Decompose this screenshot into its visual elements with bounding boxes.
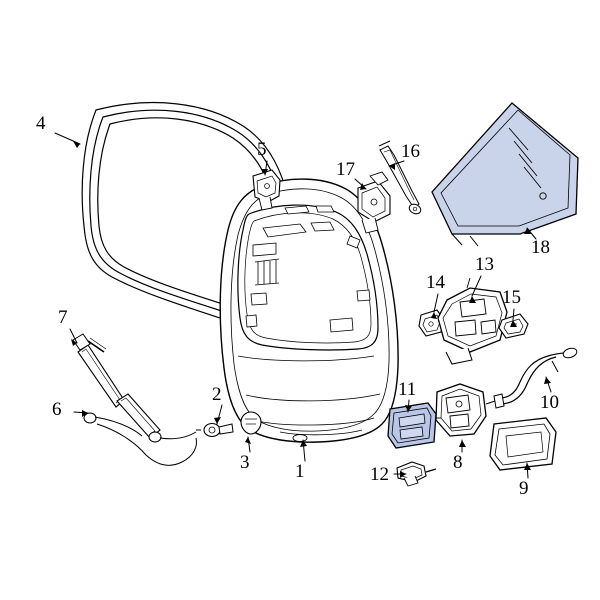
callout-label-1: 1 xyxy=(295,461,305,482)
part-9-handle-trim-cover xyxy=(489,417,557,471)
part-18-back-glass xyxy=(431,102,579,247)
callout-label-3: 3 xyxy=(240,452,250,473)
callout-label-9: 9 xyxy=(519,478,529,499)
callout-label-8: 8 xyxy=(453,452,463,473)
part-13-lock-actuator-assembly xyxy=(437,277,508,365)
callout-label-16: 16 xyxy=(401,141,420,162)
callout-label-5: 5 xyxy=(257,139,267,160)
callout-label-2: 2 xyxy=(212,384,222,405)
callout-label-12: 12 xyxy=(370,464,389,485)
part-7-strut-bolt xyxy=(72,333,107,353)
part-1-liftgate-panel xyxy=(219,178,399,443)
part-10-release-cable xyxy=(493,347,578,409)
part-12-release-lever xyxy=(396,461,437,487)
callout-label-4: 4 xyxy=(36,113,46,134)
part-16-wiper-arm xyxy=(378,140,422,215)
callout-label-7: 7 xyxy=(58,307,68,328)
callout-label-14: 14 xyxy=(426,272,445,293)
callout-label-15: 15 xyxy=(502,287,521,308)
callout-label-13: 13 xyxy=(475,254,494,275)
part-11-highlighted-release-handle xyxy=(387,402,441,449)
part-6-lift-support-strut xyxy=(77,344,197,466)
callout-label-18: 18 xyxy=(531,237,550,258)
callout-arrowheads xyxy=(71,141,551,478)
part-2-ball-stud xyxy=(196,422,234,438)
callout-label-17: 17 xyxy=(336,159,355,180)
callout-label-10: 10 xyxy=(540,392,559,413)
part-5-liftgate-hinge xyxy=(252,169,281,211)
part-3-grommet-plug xyxy=(240,411,262,435)
callout-label-11: 11 xyxy=(398,379,417,400)
part-17-wiper-motor xyxy=(357,171,391,234)
callout-label-6: 6 xyxy=(52,399,62,420)
part-14-latch-striker xyxy=(418,309,445,337)
part-8-liftgate-latch xyxy=(435,383,499,437)
